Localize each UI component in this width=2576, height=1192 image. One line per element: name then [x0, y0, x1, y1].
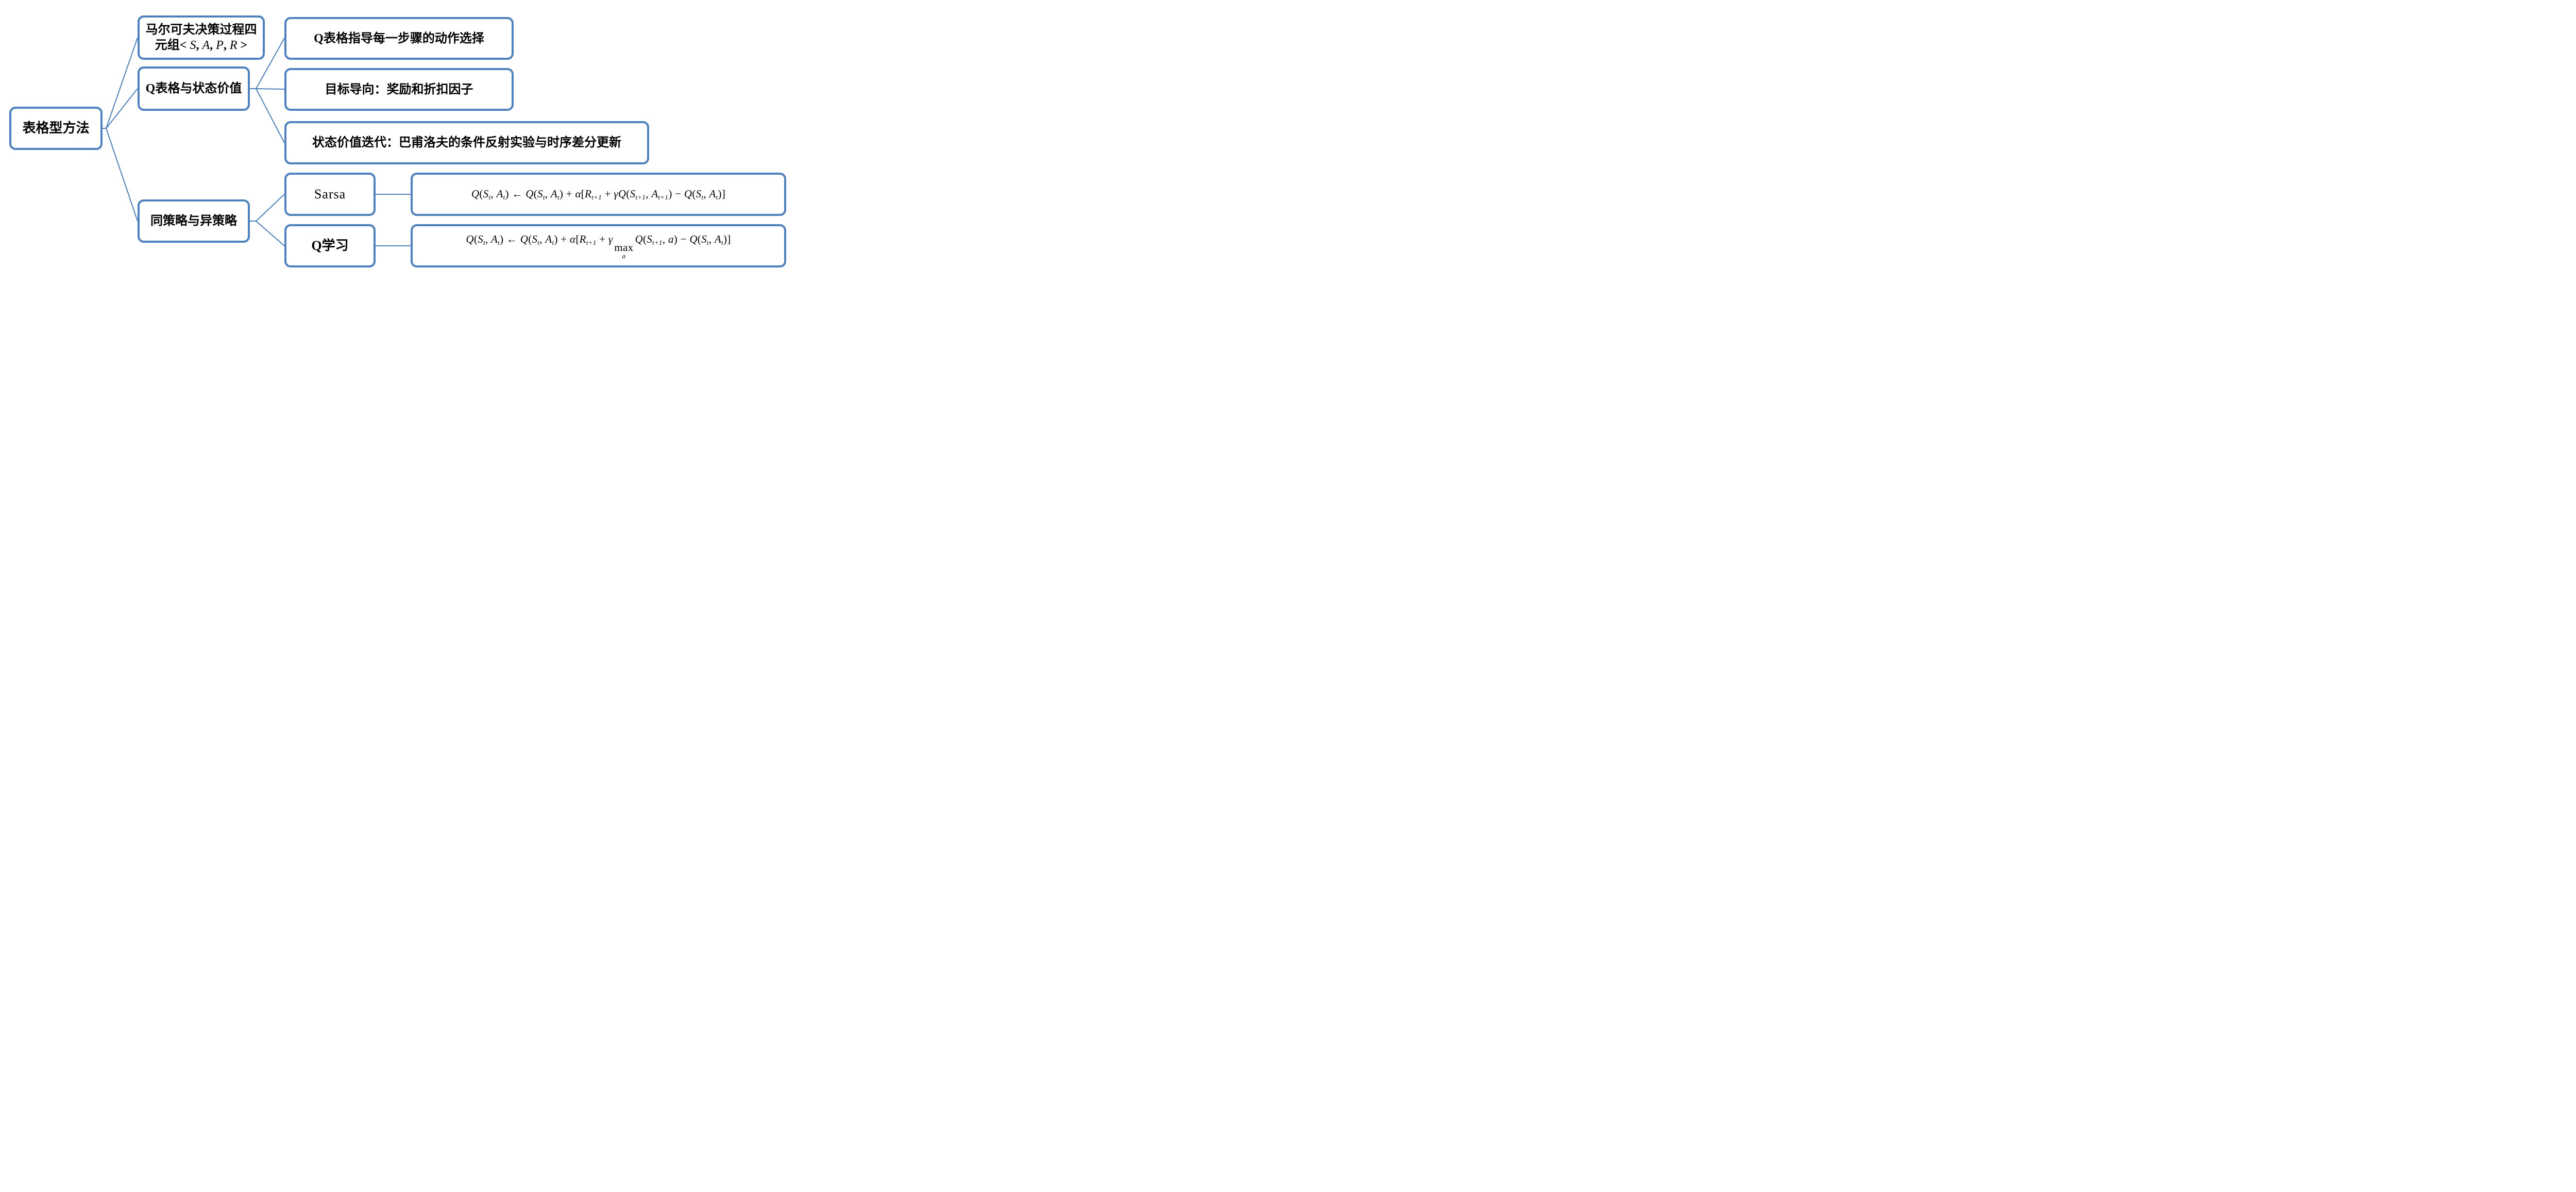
sarsa-update-formula: Q(St, At) ← Q(St, At) + α[Rt+1 + γQ(St+1…	[471, 187, 726, 201]
node-q-learning-label: Q学习	[311, 238, 349, 253]
node-sarsa-label: Sarsa	[314, 186, 346, 202]
connector-qtable-child3	[256, 88, 285, 143]
node-mdp-line2: 元组< S, A, P, R >	[155, 39, 248, 52]
node-q-learning: Q学习	[284, 224, 376, 267]
node-root-tabular-methods: 表格型方法	[9, 107, 103, 150]
node-root-label: 表格型方法	[22, 120, 90, 136]
node-policy-label: 同策略与异策略	[150, 214, 237, 228]
connector-policy-sarsa	[256, 194, 285, 222]
node-state-value-iteration: 状态价值迭代：巴甫洛夫的条件反射实验与时序差分更新	[284, 121, 649, 164]
connector-root-qtable	[106, 88, 138, 129]
node-on-off-policy: 同策略与异策略	[138, 199, 250, 243]
node-mdp-line1: 马尔可夫决策过程四	[145, 23, 257, 37]
node-leaf-label: 状态价值迭代：巴甫洛夫的条件反射实验与时序差分更新	[312, 136, 621, 149]
node-mdp-tuple: 马尔可夫决策过程四 元组< S, A, P, R >	[138, 15, 265, 60]
node-q-table-state-value: Q表格与状态价值	[138, 66, 250, 111]
node-sarsa: Sarsa	[284, 173, 376, 216]
node-leaf-label: 目标导向：奖励和折扣因子	[325, 82, 473, 96]
connector-root-policy	[106, 128, 138, 222]
node-sarsa-formula: Q(St, At) ← Q(St, At) + α[Rt+1 + γQ(St+1…	[411, 173, 786, 216]
node-q-table-action-selection: Q表格指导每一步骤的动作选择	[284, 17, 514, 60]
node-goal-oriented-reward-discount: 目标导向：奖励和折扣因子	[284, 68, 514, 111]
connector-root-mdp	[106, 37, 138, 129]
mindmap-canvas: 表格型方法 马尔可夫决策过程四 元组< S, A, P, R > Q表格与状态价…	[0, 0, 805, 298]
node-q-table-label: Q表格与状态价值	[145, 82, 242, 95]
node-leaf-label: Q表格指导每一步骤的动作选择	[314, 31, 484, 45]
connector-policy-qlearning	[256, 221, 285, 246]
